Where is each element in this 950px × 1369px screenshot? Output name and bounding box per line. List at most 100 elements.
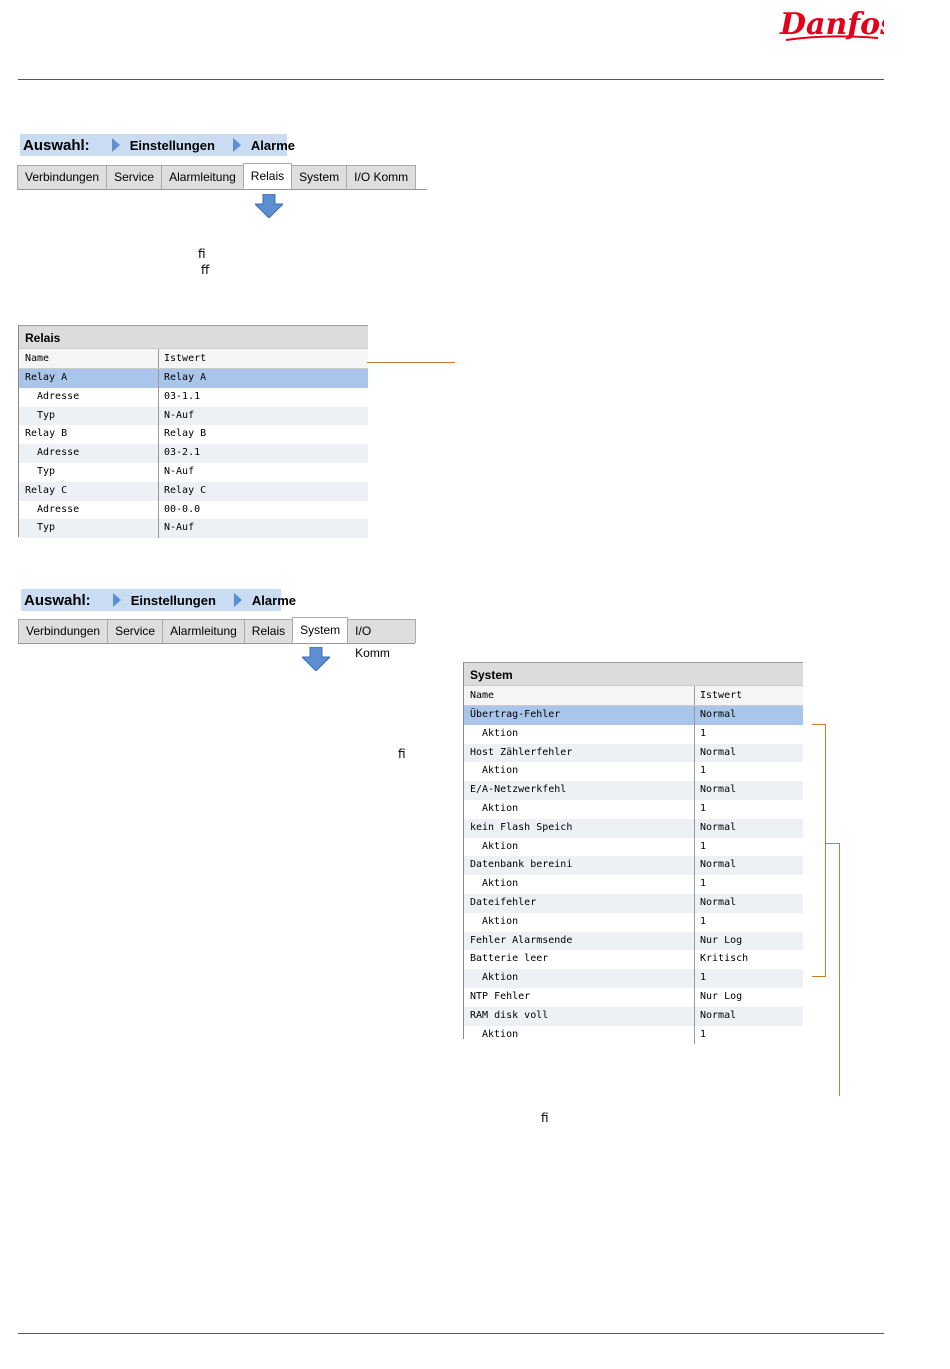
column-header-name[interactable]: Name <box>19 349 159 368</box>
table-row[interactable]: Aktion 1 <box>464 799 803 819</box>
row-name: Aktion <box>464 875 695 894</box>
row-name: Aktion <box>464 1025 695 1045</box>
table-row[interactable]: Aktion 1 <box>464 724 803 744</box>
tab-io-komm[interactable]: I/O Komm <box>347 619 416 660</box>
row-name: Fehler Alarmsende <box>464 931 695 951</box>
row-name: Übertrag-Fehler <box>464 706 695 725</box>
row-name: Aktion <box>464 969 695 988</box>
row-value: Nur Log <box>700 990 743 1002</box>
tab-io-komm[interactable]: I/O Komm <box>346 165 417 189</box>
table-header: Name Istwert <box>464 685 803 706</box>
row-value: Nur Log <box>700 934 743 946</box>
tab-verbindungen[interactable]: Verbindungen <box>17 165 108 189</box>
ligature-glyph: ﬁ <box>198 247 206 261</box>
breadcrumb: Auswahl: Einstellungen Alarme <box>21 589 296 611</box>
tab-relais[interactable]: Relais <box>243 619 294 643</box>
row-name: Aktion <box>464 762 695 782</box>
table-row[interactable]: Dateifehler Normal <box>464 893 803 913</box>
breadcrumb: Auswahl: Einstellungen Alarme <box>20 134 295 156</box>
row-value: Normal <box>700 859 737 871</box>
row-name: kein Flash Speich <box>464 818 695 838</box>
row-value: 1 <box>700 802 707 814</box>
chevron-right-icon <box>232 138 241 152</box>
row-name: Aktion <box>464 837 695 857</box>
table-row[interactable]: Fehler Alarmsende Nur Log <box>464 931 803 951</box>
table-row[interactable]: Übertrag-Fehler Normal <box>464 706 803 725</box>
table-title: Relais <box>19 326 368 348</box>
row-value: Normal <box>700 709 737 720</box>
row-name: Adresse <box>19 500 159 520</box>
ligature-glyph: ﬀ <box>201 263 210 277</box>
tab-bar: Verbindungen Service Alarmleitung Relais… <box>18 617 416 660</box>
row-name: Adresse <box>19 387 159 407</box>
row-value: N-Auf <box>164 409 195 421</box>
tab-bar: Verbindungen Service Alarmleitung Relais… <box>17 163 427 190</box>
row-name: Typ <box>19 462 159 482</box>
row-name: Aktion <box>464 799 695 819</box>
row-value: Normal <box>700 896 737 908</box>
row-name: RAM disk voll <box>464 1006 695 1026</box>
column-header-value[interactable]: Istwert <box>700 690 743 701</box>
tab-service[interactable]: Service <box>106 165 163 189</box>
tab-verbindungen[interactable]: Verbindungen <box>18 619 109 643</box>
callout-line <box>825 843 840 1096</box>
tab-relais[interactable]: Relais <box>242 163 293 189</box>
breadcrumb-item-alarme[interactable]: Alarme <box>251 592 296 608</box>
ligature-glyph: ﬁ <box>398 747 406 761</box>
danfoss-logo: Danfoss <box>779 7 884 42</box>
tab-system[interactable]: System <box>292 617 349 643</box>
callout-line <box>367 362 455 363</box>
row-value: 1 <box>700 1028 707 1040</box>
breadcrumb-item-alarme[interactable]: Alarme <box>250 137 295 153</box>
row-name: Aktion <box>464 912 695 932</box>
row-value: 1 <box>700 727 707 739</box>
row-value: 00-0.0 <box>164 503 201 515</box>
breadcrumb-item-einstellungen[interactable]: Einstellungen <box>130 592 216 608</box>
row-name: Relay C <box>19 481 159 501</box>
column-header-name[interactable]: Name <box>464 686 695 705</box>
row-value: 03-1.1 <box>164 390 201 402</box>
tab-service[interactable]: Service <box>107 619 164 643</box>
table-row[interactable]: E/A-Netzwerkfehl Normal <box>464 781 803 800</box>
row-value: Normal <box>700 784 737 796</box>
row-name: Relay A <box>19 369 159 388</box>
table-row[interactable]: Adresse 03-1.1 <box>19 387 368 407</box>
tab-alarmleitung[interactable]: Alarmleitung <box>161 165 244 189</box>
row-name: Dateifehler <box>464 893 695 913</box>
table-row[interactable]: Adresse 00-0.0 <box>19 500 368 520</box>
tab-system[interactable]: System <box>291 165 348 189</box>
row-name: Aktion <box>464 724 695 744</box>
row-name: Relay B <box>19 425 159 445</box>
row-name: Typ <box>19 519 159 539</box>
header-rule <box>18 79 884 80</box>
column-header-value[interactable]: Istwert <box>164 353 207 364</box>
breadcrumb-label: Auswahl: <box>24 591 91 609</box>
table-title: System <box>464 663 803 685</box>
breadcrumb-item-einstellungen[interactable]: Einstellungen <box>129 137 215 153</box>
chevron-right-icon <box>233 593 242 607</box>
table-row[interactable]: Aktion 1 <box>464 1025 803 1045</box>
row-value: 03-2.1 <box>164 447 201 459</box>
tab-alarmleitung[interactable]: Alarmleitung <box>162 619 245 643</box>
row-name: E/A-Netzwerkfehl <box>464 781 695 800</box>
